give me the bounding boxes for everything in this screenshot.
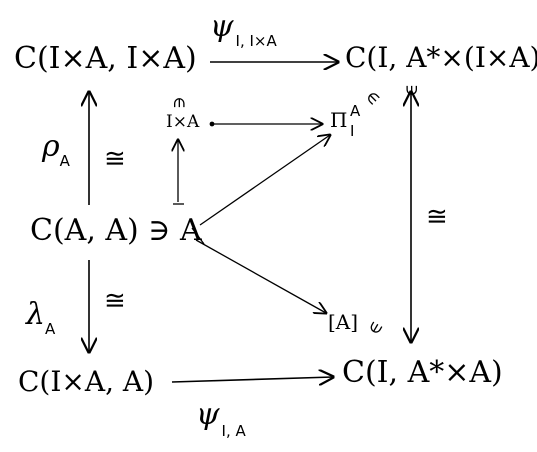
label-left-lower-lambda: λA (26, 300, 55, 337)
pi-sup: A (350, 102, 361, 120)
arrow-a-to-bracket (195, 239, 326, 313)
psi-symbol-bottom: ψ (196, 397, 220, 432)
rho-symbol: ρ (42, 129, 60, 164)
node-top-right-text: C(I, A*×(I×A)) (345, 41, 537, 74)
rho-sub: A (59, 152, 70, 170)
inner-bracket-a: [A] (328, 310, 359, 334)
inner-pi: Π (330, 110, 347, 130)
node-top-left: C(I×A, I×A) (14, 41, 197, 76)
inner-top-ixa: I×A (166, 112, 200, 132)
lambda-symbol: λ (26, 297, 46, 332)
iso-right: ≅ (426, 202, 448, 232)
label-left-upper-rho: ρA (42, 132, 70, 169)
lambda-sub: A (45, 320, 56, 338)
maps-to-bar (191, 227, 205, 245)
node-top-right: C(I, A*×(I×A)) (345, 44, 537, 72)
arrow-bottom (171, 377, 333, 382)
iso-left-lower: ≅ (104, 286, 126, 316)
node-bottom-right: C(I, A*×A) (342, 355, 503, 390)
iso-left-upper: ≅ (104, 144, 126, 174)
psi-sub-bottom: I, A (221, 422, 246, 440)
membership-ixa: ∈ (168, 96, 189, 109)
pi-symbol: Π (330, 108, 348, 132)
pi-sub: I (350, 122, 355, 140)
node-middle-left: C(A, A) ∋ A (30, 213, 202, 248)
psi-sub-top: I, I×A (235, 32, 277, 50)
membership-top-right: ∈ (401, 84, 422, 97)
psi-symbol-top: ψ (210, 9, 234, 44)
node-bottom-left: C(I×A, A) (18, 365, 155, 398)
arrow-a-to-pi (199, 135, 330, 226)
